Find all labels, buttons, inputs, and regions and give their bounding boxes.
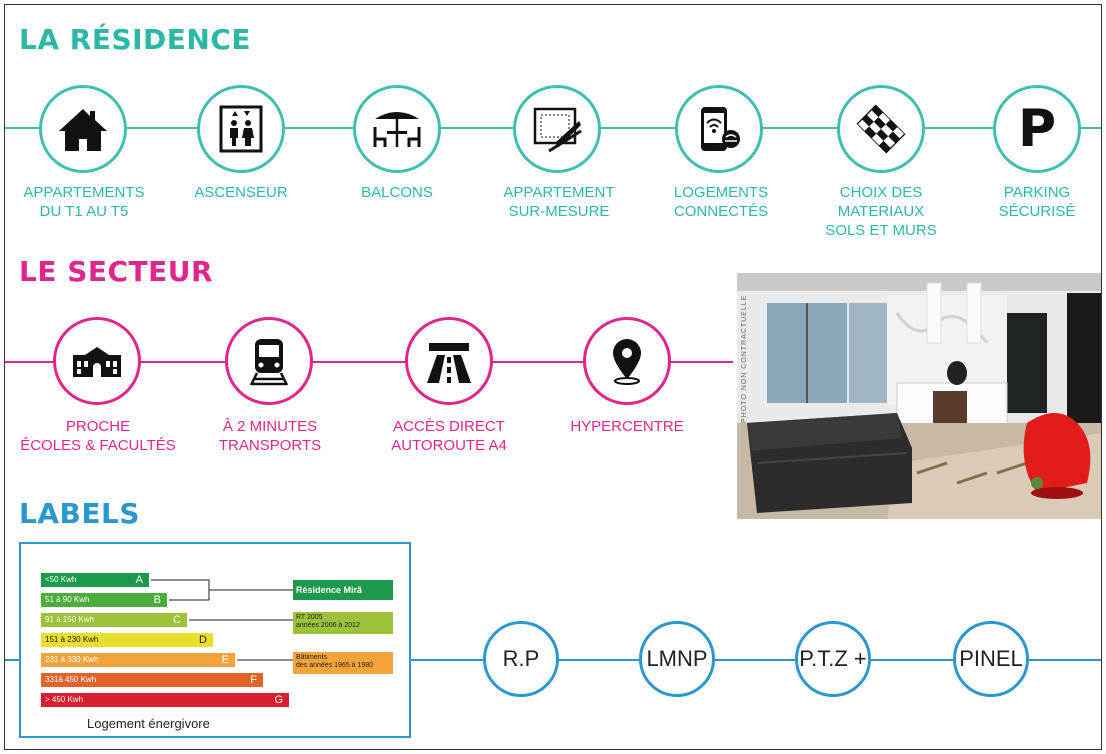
energy-range: 151 à 230 Kwh <box>45 635 99 644</box>
parking-glyph: P <box>1017 99 1057 159</box>
house-icon <box>39 85 127 173</box>
energy-bar-e: 231 à 330 Kwh E <box>41 653 235 667</box>
smartphone-wifi-icon <box>675 85 763 173</box>
labels-title: LABELS <box>19 497 140 530</box>
residence-energy-tag: Résidence Mirã <box>293 580 393 600</box>
energy-letter: C <box>173 614 181 626</box>
energy-range: <50 Kwh <box>45 575 77 584</box>
energy-bar-g: > 450 Kwh G <box>41 693 289 707</box>
energy-bar-c: 91 à 150 Kwh C <box>41 613 187 627</box>
residence-item-label: APPARTEMENTS DU T1 AU T5 <box>23 184 145 220</box>
badge-ptz-label: P.T.Z + <box>799 646 867 671</box>
badge-lmnp-label: LMNP <box>646 646 708 671</box>
batiments-tag: Bâtiments des années 1965 à 1980 <box>293 652 393 674</box>
badge-ptz: P.T.Z + <box>795 621 871 697</box>
energy-bar-a: <50 Kwh A <box>41 573 149 587</box>
energy-letter: B <box>153 594 161 606</box>
photo-caption: PHOTO NON CONTRACTUELLE <box>741 294 748 423</box>
energy-letter: A <box>135 574 143 586</box>
residence-item-label: BALCONS <box>361 184 433 201</box>
school-building-icon <box>53 317 141 405</box>
energy-range: 331à 450 Kwh <box>45 675 97 684</box>
badge-pinel-label: PINEL <box>959 646 1023 671</box>
highway-icon <box>405 317 493 405</box>
energy-bar-b: 51 à 90 Kwh B <box>41 593 167 607</box>
secteur-item-label: HYPERCENTRE <box>570 418 684 435</box>
brochure-page: LA RÉSIDENCE APPARTEMENTS DU T1 AU T5 AS… <box>4 4 1102 750</box>
badge-lmnp: LMNP <box>639 621 715 697</box>
energy-range: > 450 Kwh <box>45 695 84 704</box>
badge-rp: R.P <box>483 621 559 697</box>
terrace-table-icon <box>353 85 441 173</box>
badge-rp-label: R.P <box>502 646 540 671</box>
secteur-item-label: À 2 MINUTES TRANSPORTS <box>218 418 322 454</box>
energy-letter: E <box>221 654 229 666</box>
checkered-floor-icon <box>837 85 925 173</box>
secteur-item-label: ACCÈS DIRECT AUTOROUTE A4 <box>391 418 507 454</box>
energy-letter: D <box>199 634 207 646</box>
energy-range: 231 à 330 Kwh <box>45 655 99 664</box>
interior-photo: PHOTO NON CONTRACTUELLE <box>737 273 1101 519</box>
secteur-item-label: PROCHE ÉCOLES & FACULTÉS <box>20 418 176 454</box>
labels-line-left <box>5 659 19 661</box>
energy-label-chart: <50 Kwh A 51 à 90 Kwh B 91 à 150 Kwh C 151 … <box>19 542 411 738</box>
tram-icon <box>225 317 313 405</box>
rt2005-tag: RT 2005 années 2006 à 2012 <box>293 612 393 634</box>
residence-item-label: LOGEMENTS CONNECTÉS <box>673 184 769 220</box>
blueprint-icon <box>513 85 601 173</box>
energy-footer: Logement énergivore <box>87 716 210 731</box>
energy-range: 91 à 150 Kwh <box>45 615 94 624</box>
residence-title: LA RÉSIDENCE <box>19 23 252 56</box>
residence-item-label: CHOIX DES MATERIAUX SOLS ET MURS <box>825 184 937 239</box>
residence-item-label: APPARTEMENT SUR-MESURE <box>503 184 615 220</box>
labels-line-right <box>411 659 1101 661</box>
residence-item-label: ASCENSEUR <box>194 184 288 201</box>
residence-item-label: PARKING SÉCURISÉ <box>998 184 1076 220</box>
secteur-title: LE SECTEUR <box>19 255 214 288</box>
map-pin-icon <box>583 317 671 405</box>
energy-letter: G <box>274 694 283 706</box>
energy-letter: F <box>250 674 257 686</box>
secteur-line <box>5 361 733 363</box>
energy-bar-f: 331à 450 Kwh F <box>41 673 263 687</box>
elevator-icon <box>197 85 285 173</box>
energy-bar-d: 151 à 230 Kwh D <box>41 633 213 647</box>
badge-pinel: PINEL <box>953 621 1029 697</box>
energy-range: 51 à 90 Kwh <box>45 595 90 604</box>
parking-icon: P <box>993 85 1081 173</box>
